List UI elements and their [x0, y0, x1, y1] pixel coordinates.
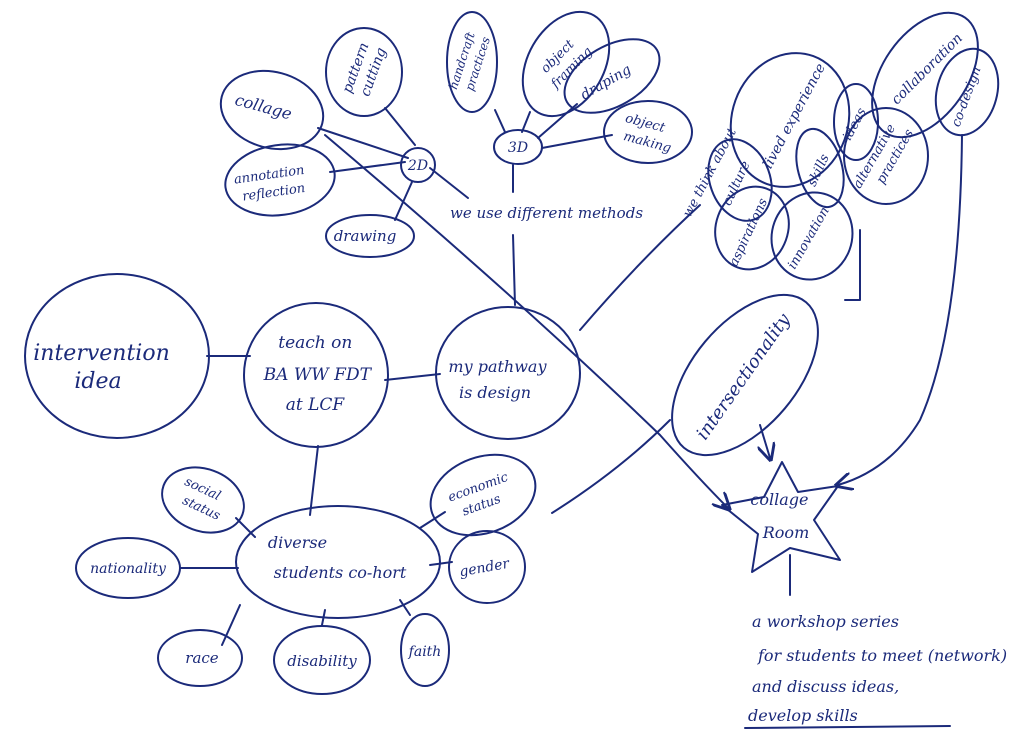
making-line2: making — [622, 129, 673, 156]
node-drawing: drawing — [325, 214, 415, 258]
link-2d-collage — [317, 127, 409, 159]
link-3d-framing — [521, 111, 531, 133]
link-2d-annotation — [329, 161, 406, 173]
cohort-line1: diverse — [268, 533, 327, 552]
node-social-status: social status — [161, 466, 245, 534]
arrow-codesign-to-room — [838, 134, 963, 485]
node-teach: teach on BA WW FDT at LCF — [243, 302, 389, 448]
node-2d: 2D — [400, 147, 436, 183]
collage-room-line2: Room — [762, 523, 809, 542]
node-intervention: intervention idea — [24, 273, 210, 439]
teach-line2: BA WW FDT — [263, 365, 373, 385]
arrow-collage-to-room — [324, 134, 728, 508]
cohort-line2: students co-hort — [274, 563, 407, 582]
node-faith: faith — [400, 613, 450, 687]
node-collage-room: collage Room — [721, 461, 841, 573]
teach-line1: teach on — [278, 333, 352, 353]
note-line3: and discuss ideas, — [752, 677, 899, 696]
intersectionality-label: intersectionality — [692, 309, 795, 444]
node-object-framing: object framing — [521, 10, 611, 118]
note-line1: a workshop series — [752, 612, 899, 631]
node-alternative: alternative practices — [843, 107, 929, 205]
methods-label: we use different methods — [450, 204, 643, 222]
svg-text:annotation reflection: annotation reflection — [233, 162, 312, 205]
teach-line3: at LCF — [286, 395, 346, 415]
svg-text:social status: social status — [174, 474, 230, 523]
svg-text:object making: object making — [619, 111, 677, 156]
node-cohort: diverse students co-hort — [235, 505, 441, 619]
link-cohort-race — [221, 604, 241, 646]
intervention-line1: intervention — [33, 341, 170, 366]
link-pathway-thinkabout — [579, 204, 701, 331]
link-3d-making — [541, 134, 613, 149]
collage-label: collage — [233, 90, 294, 123]
svg-text:teach on BA WW FDT: teach on BA WW FDT at LCF — [263, 333, 377, 415]
link-3d-draping — [537, 103, 578, 139]
node-intersectionality: intersectionality — [671, 293, 819, 457]
node-nationality: nationality — [75, 537, 181, 599]
race-label: race — [185, 649, 219, 667]
link-teach-cohort — [309, 445, 319, 516]
workshop-note: a workshop series for students to meet (… — [748, 612, 1012, 725]
co-design-label: co-design — [949, 65, 985, 129]
node-economic-status: economic status — [429, 453, 537, 537]
svg-text:pattern cutting: pattern cutting — [339, 36, 390, 101]
culture-label: culture — [720, 159, 754, 208]
pathway-line2: is design — [459, 383, 531, 402]
node-innovation: innovation — [770, 191, 854, 281]
collaboration-label: collaboration — [888, 30, 965, 107]
collage-room-line1: collage — [750, 490, 808, 509]
nationality-label: nationality — [90, 561, 167, 577]
svg-text:a workshop series for st: a workshop series for students to meet (… — [748, 612, 1012, 725]
connectors — [179, 103, 963, 729]
svg-text:intervention idea: intervention idea — [33, 341, 177, 394]
innovation-label: innovation — [785, 204, 833, 272]
svg-text:diverse students co-hort: diverse students co-hort — [268, 533, 407, 582]
link-methods-2d — [429, 167, 469, 199]
node-pathway: my pathway is design — [435, 306, 581, 440]
drawing-label: drawing — [334, 227, 397, 245]
link-3d-handcraft — [494, 109, 506, 133]
arrow-thinkabout-to-room — [844, 229, 861, 301]
link-teach-pathway — [384, 373, 441, 381]
faith-label: faith — [408, 644, 442, 660]
node-handcraft: handcraft practices — [446, 11, 498, 113]
node-annotation: annotation reflection — [224, 143, 336, 217]
svg-text:collage Room: collage Room — [750, 490, 813, 542]
link-cohort-economic — [419, 511, 446, 529]
2d-label: 2D — [407, 158, 428, 174]
svg-text:economic status: economic status — [446, 469, 520, 523]
link-2d-pattern — [384, 107, 416, 146]
node-3d: 3D — [493, 129, 543, 165]
gender-label: gender — [458, 556, 512, 581]
link-cohort-faith — [399, 599, 411, 616]
svg-text:handcraft practices: handcraft practices — [446, 27, 494, 96]
svg-text:my pathway is design: my pathway is design — [448, 357, 551, 402]
disability-label: disability — [287, 652, 357, 670]
node-gender: gender — [448, 530, 526, 604]
intervention-line2: idea — [74, 369, 121, 394]
pathway-line1: my pathway — [448, 357, 547, 376]
node-race: race — [157, 629, 243, 687]
link-pathway-methods — [512, 234, 516, 306]
node-object-making: object making — [603, 100, 693, 164]
underline-note — [744, 725, 951, 729]
note-line2: for students to meet (network) — [757, 646, 1007, 665]
3d-label: 3D — [508, 140, 528, 156]
link-cohort-intersectionality — [551, 419, 671, 514]
node-disability: disability — [273, 625, 371, 695]
note-line4: develop skills — [748, 706, 858, 725]
node-pattern-cutting: pattern cutting — [325, 27, 403, 117]
star-shape — [721, 461, 841, 573]
skills-label: skills — [805, 152, 833, 189]
